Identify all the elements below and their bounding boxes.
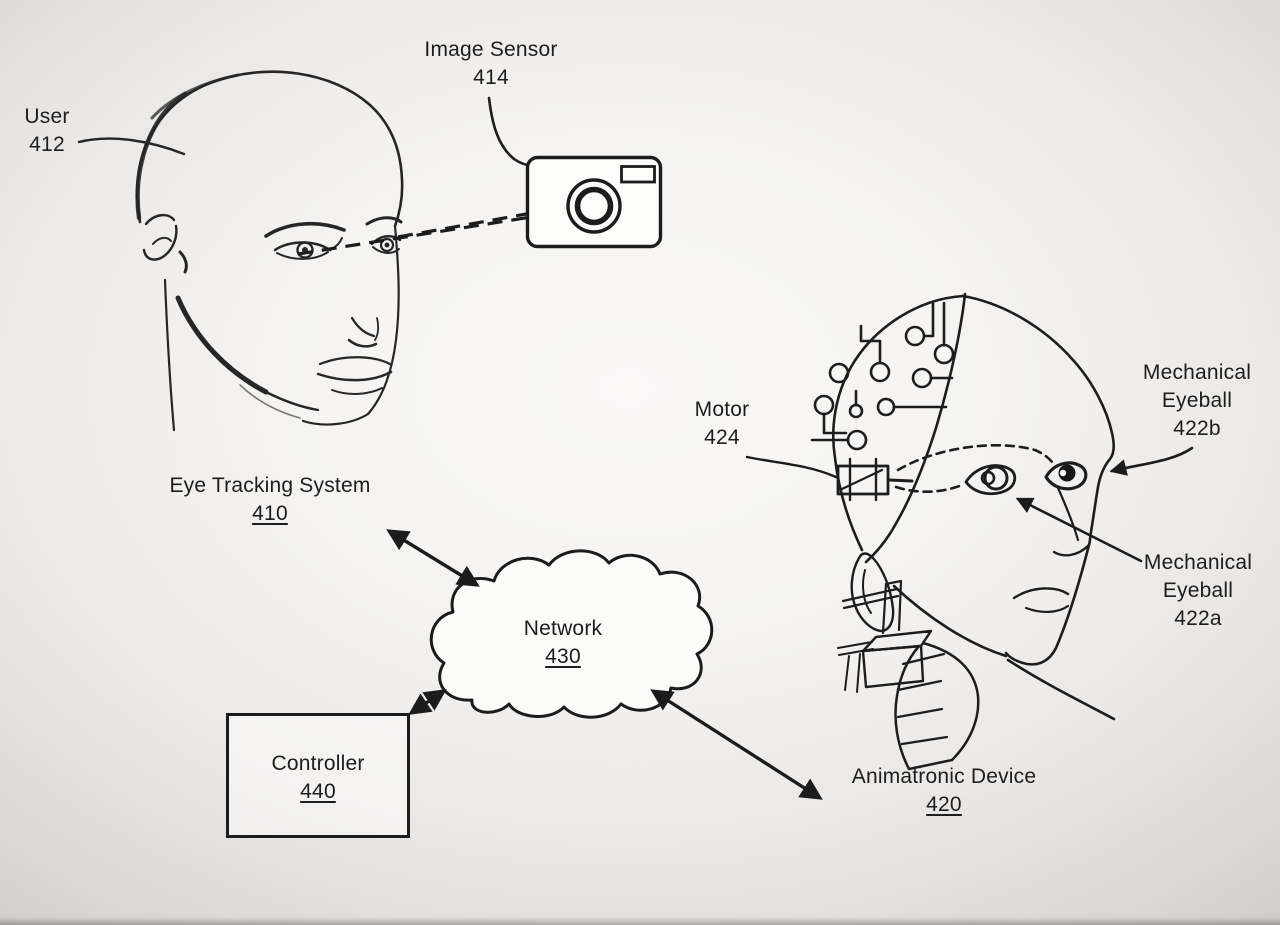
image-sensor-leader-line [487,96,538,169]
animatronic-device-label: Animatronic Device 420 [852,763,1037,819]
motor-label-number: 424 [704,426,740,449]
motor-leader-line [745,455,838,479]
animatronic-label-number: 420 [926,793,962,816]
circuit-brain-icon [810,300,955,451]
mechanical-eyeball-a-icon [964,464,1017,496]
eyeball-b-label-text2: Eyeball [1161,389,1233,412]
controller-label-number: 440 [300,780,336,803]
animatronic-head [810,292,1116,771]
network-label: Network 430 [524,615,602,671]
network-label-text: Network [523,617,603,640]
bottom-shadow-edge [0,917,1280,925]
eyeball-a-label-text2: Eyeball [1162,579,1234,602]
motor-label-text: Motor [694,398,750,421]
eye-tracking-label-text: Eye Tracking System [169,474,371,497]
eyeball-b-label-number: 422b [1173,417,1221,440]
eye-linkage-dashed [894,444,1054,493]
eye-tracking-system-label: Eye Tracking System 410 [169,472,370,528]
animatronic-label-text: Animatronic Device [851,765,1037,788]
user-label: User 412 [24,103,69,159]
image-sensor-label-text: Image Sensor [424,38,558,61]
label-leader-arrows [745,446,1194,563]
motor-icon [836,457,914,502]
mechanical-eyeball-b-label: Mechanical Eyeball 422b [1143,359,1251,443]
controller-label-text: Controller [271,752,365,775]
connection-arrows [386,529,823,800]
network-cloud [429,549,714,719]
controller-box [226,713,410,838]
eyeball-b-label-text1: Mechanical [1142,361,1252,384]
mechanical-eyeball-b-icon [1044,461,1088,491]
animatronic-ear [850,552,895,633]
camera-icon [487,96,663,249]
user-leader-line [77,137,186,156]
eye-tracking-label-number: 410 [252,502,288,525]
user-label-number: 412 [29,133,65,156]
eyeball-b-arrow [1109,446,1194,476]
motor-label: Motor 424 [695,396,750,452]
image-sensor-label-number: 414 [473,66,509,89]
eyeball-a-label-text1: Mechanical [1143,551,1253,574]
mechanical-eyeball-a-label: Mechanical Eyeball 422a [1144,549,1252,633]
arrow-controller-network [408,689,447,715]
ribbed-tube [894,641,980,771]
eyeball-a-label-number: 422a [1174,607,1222,630]
neck-mechanics [837,579,933,693]
eyeball-a-arrow [1015,497,1143,563]
arrow-eyetracking-network [386,529,480,587]
controller-label: Controller 440 [271,750,364,806]
network-label-number: 430 [545,645,581,668]
user-label-text: User [24,105,70,128]
image-sensor-label: Image Sensor 414 [424,36,557,92]
arrow-animatronic-network [650,689,823,800]
user-head-sketch [135,70,404,432]
